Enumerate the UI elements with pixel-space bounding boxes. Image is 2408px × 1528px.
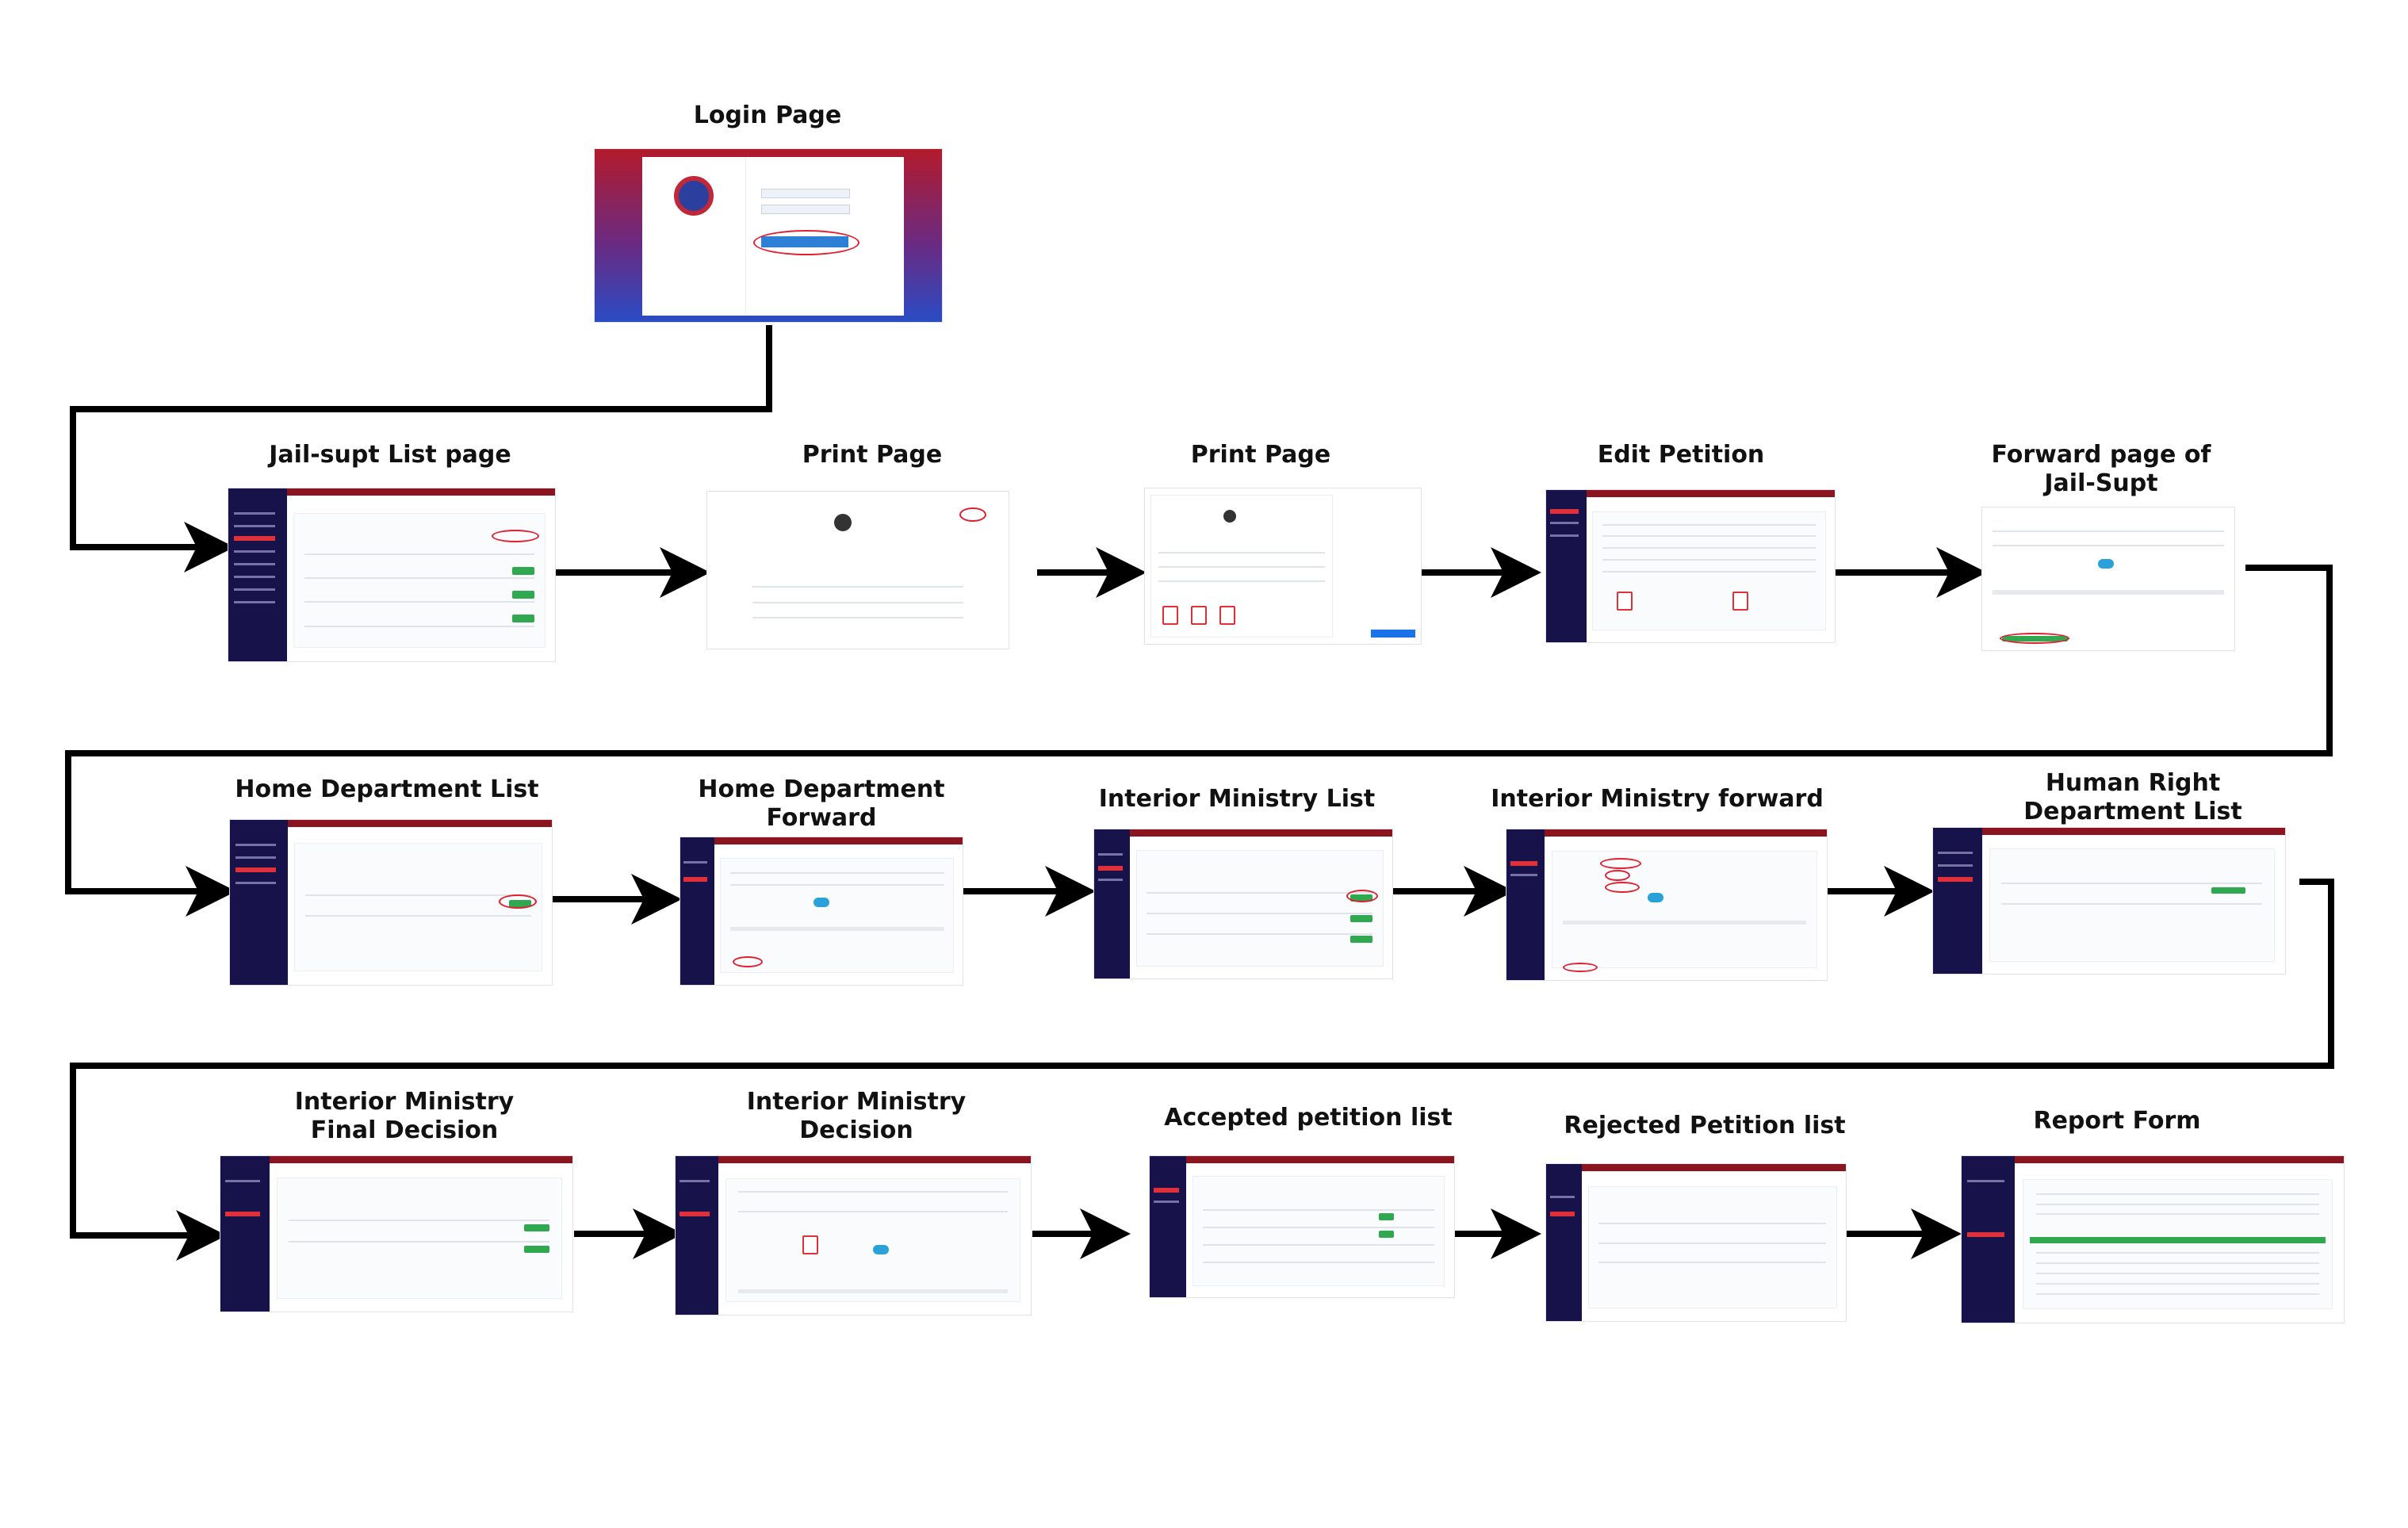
upload-cloud-icon [872, 1245, 889, 1255]
file-icon [1732, 592, 1748, 611]
highlight-ring [498, 894, 537, 910]
upload-cloud-icon [1647, 893, 1663, 903]
highlight-ring [959, 507, 986, 522]
highlight-ring [492, 529, 540, 542]
home-dept-forward-screenshot [680, 837, 963, 985]
upload-cloud-icon [814, 897, 830, 907]
jail-supt-list-screenshot [228, 488, 555, 661]
step-title-print-page-2: Print Page [1190, 441, 1331, 469]
password-field [761, 205, 850, 214]
step-title-interior-forward: Interior Ministry forward [1491, 785, 1824, 813]
step-title-jail-supt-list: Jail-supt List page [269, 441, 511, 469]
email-field [761, 189, 850, 198]
interior-decision-screenshot [676, 1156, 1031, 1315]
login-page-screenshot [595, 149, 942, 322]
step-title-rejected-list: Rejected Petition list [1564, 1112, 1846, 1139]
step-title-home-dept-list: Home Department List [235, 775, 539, 803]
step-title-interior-final: Interior Ministry Final Decision [294, 1088, 515, 1144]
interior-list-screenshot [1094, 829, 1392, 978]
accepted-list-screenshot [1150, 1156, 1454, 1297]
arrow-login-to-jail [70, 325, 772, 573]
report-table-header [2029, 1236, 2326, 1243]
step-title-login: Login Page [693, 101, 842, 129]
step-title-interior-decision: Interior Ministry Decision [746, 1088, 967, 1144]
arrow-forward-to-home [65, 565, 2333, 917]
highlight-ring [2000, 633, 2070, 645]
highlight-ring [753, 230, 859, 255]
file-icon [1191, 605, 1208, 625]
step-title-interior-list: Interior Ministry List [1098, 785, 1376, 813]
login-logo-panel [642, 157, 746, 316]
login-card [642, 157, 904, 316]
highlight-ring [1562, 962, 1598, 972]
upload-cloud-icon [2098, 558, 2115, 569]
avatar [1223, 509, 1237, 523]
step-title-forward-jail-supt: Forward page of Jail-Supt [1991, 441, 2211, 497]
step-title-report-form: Report Form [2033, 1107, 2201, 1135]
human-right-list-screenshot [1933, 828, 2285, 974]
print-page-2-screenshot [1145, 488, 1421, 644]
print-button [1371, 630, 1416, 638]
file-icon [1616, 592, 1633, 611]
avatar [834, 514, 852, 531]
highlight-ring [1605, 869, 1631, 881]
step-title-print-page-1: Print Page [802, 441, 943, 469]
pdf-file-icon [802, 1235, 818, 1254]
rejected-list-screenshot [1546, 1164, 1846, 1321]
interior-forward-screenshot [1506, 829, 1827, 980]
petition-table [293, 512, 546, 648]
print-page-1-screenshot [707, 492, 1009, 649]
highlight-ring [732, 956, 763, 968]
home-dept-list-screenshot [230, 820, 552, 985]
highlight-ring [1346, 890, 1378, 903]
step-title-accepted-list: Accepted petition list [1164, 1104, 1453, 1132]
step-title-edit-petition: Edit Petition [1597, 441, 1765, 469]
app-sidebar [228, 488, 288, 661]
step-title-human-right-list: Human Right Department List [2023, 769, 2242, 825]
file-icon [1162, 605, 1178, 625]
report-form-screenshot [1962, 1156, 2344, 1323]
police-emblem-icon [674, 176, 714, 216]
step-title-home-dept-forward: Home Department Forward [698, 775, 945, 832]
forward-jail-supt-screenshot [1982, 507, 2234, 650]
highlight-ring [1599, 858, 1641, 870]
app-topbar [228, 488, 555, 496]
highlight-ring [1605, 881, 1640, 893]
edit-petition-screenshot [1546, 490, 1835, 642]
file-icon [1219, 605, 1236, 625]
interior-final-screenshot [220, 1156, 572, 1312]
arrow-human-to-final [70, 879, 2334, 1261]
